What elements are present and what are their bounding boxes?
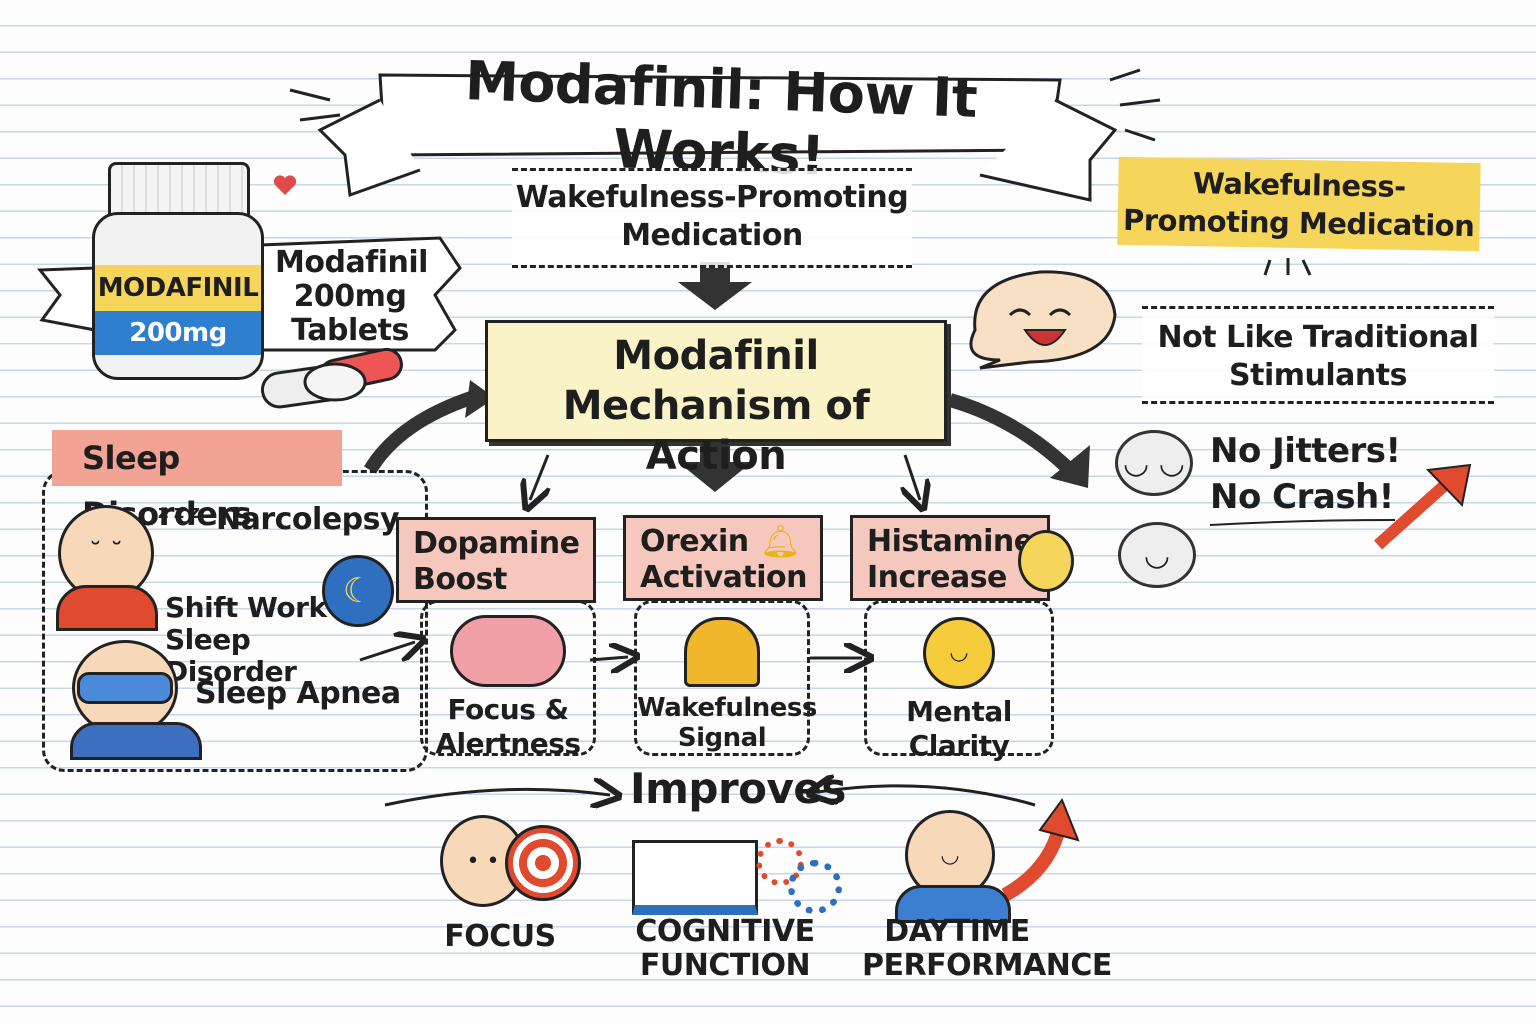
bottle-brand: MODAFINIL xyxy=(95,265,261,311)
no-jitters-text: No Jitters! No Crash! xyxy=(1210,428,1401,520)
open-book-icon xyxy=(632,840,758,915)
orexin-activation-box: Orexin Activation xyxy=(623,515,823,601)
subtitle-box: Wakefulness-Promoting Medication xyxy=(512,168,912,268)
red-shirt-icon xyxy=(56,585,158,631)
disorder-sleep-apnea: Sleep Apnea xyxy=(195,676,401,711)
mechanism-box: Modafinil Mechanism of Action xyxy=(485,320,947,479)
improves-label: Improves xyxy=(630,764,846,813)
sleeping-person-icon: ˘ ˘ xyxy=(58,505,154,601)
no-jitters: No Jitters! xyxy=(1210,431,1401,471)
dopamine-boost-box: Dopamine Boost xyxy=(396,517,596,603)
gear-icon-blue xyxy=(788,860,842,914)
pill-bottle-icon: MODAFINIL 200mg xyxy=(92,212,264,380)
gear-icon xyxy=(756,838,804,886)
not-like-stimulants-box: Not Like Traditional Stimulants xyxy=(1142,306,1494,404)
sleep-disorders-title: Sleep Disorders xyxy=(52,430,342,533)
effect-mental-clarity: Mental Clarity xyxy=(906,695,1012,762)
wakefulness-signal-box: Wakefulness Signal xyxy=(634,600,817,756)
histamine-increase-box: Histamine Increase xyxy=(850,515,1050,601)
brain-icon xyxy=(450,615,566,687)
disorder-narcolepsy: Narcolepsy xyxy=(216,502,400,537)
moon-stars-icon: ☾ xyxy=(322,555,394,627)
tablet-tag: Modafinil 200mg Tablets xyxy=(275,245,428,348)
smile-face-icon: ◡ xyxy=(1118,522,1196,588)
blue-shirt-icon xyxy=(70,722,202,760)
zzz-label: z z z xyxy=(158,502,200,523)
outcome-cognitive-function: COGNITIVE FUNCTION xyxy=(635,914,815,983)
focus-alertness-box: Focus & Alertness xyxy=(420,600,596,760)
happy-sun-icon: ◡ xyxy=(923,617,995,689)
bottle-dose: 200mg xyxy=(95,311,261,355)
effect-wakefulness-signal: Wakefulness Signal xyxy=(637,693,817,753)
outcome-daytime-performance: DAYTIME PERFORMANCE xyxy=(862,914,1112,983)
no-crash: No Crash! xyxy=(1210,477,1394,517)
calm-face-icon: ◡ ◡ xyxy=(1115,430,1193,496)
effect-focus-alertness: Focus & Alertness xyxy=(435,693,581,760)
outcome-focus: FOCUS xyxy=(444,919,556,954)
disorder-shift-work: Shift Work Sleep Disorder xyxy=(165,591,327,688)
lightbulb-icon xyxy=(1018,530,1074,592)
bell-icon-small: 🔔︎ xyxy=(760,522,801,560)
alarm-bell-icon xyxy=(684,617,760,687)
target-icon xyxy=(505,825,581,901)
person-shirt-icon xyxy=(895,885,1011,923)
mental-clarity-box: ◡ Mental Clarity xyxy=(864,600,1054,762)
highlight-label: Wakefulness-Promoting Medication xyxy=(1117,156,1481,252)
